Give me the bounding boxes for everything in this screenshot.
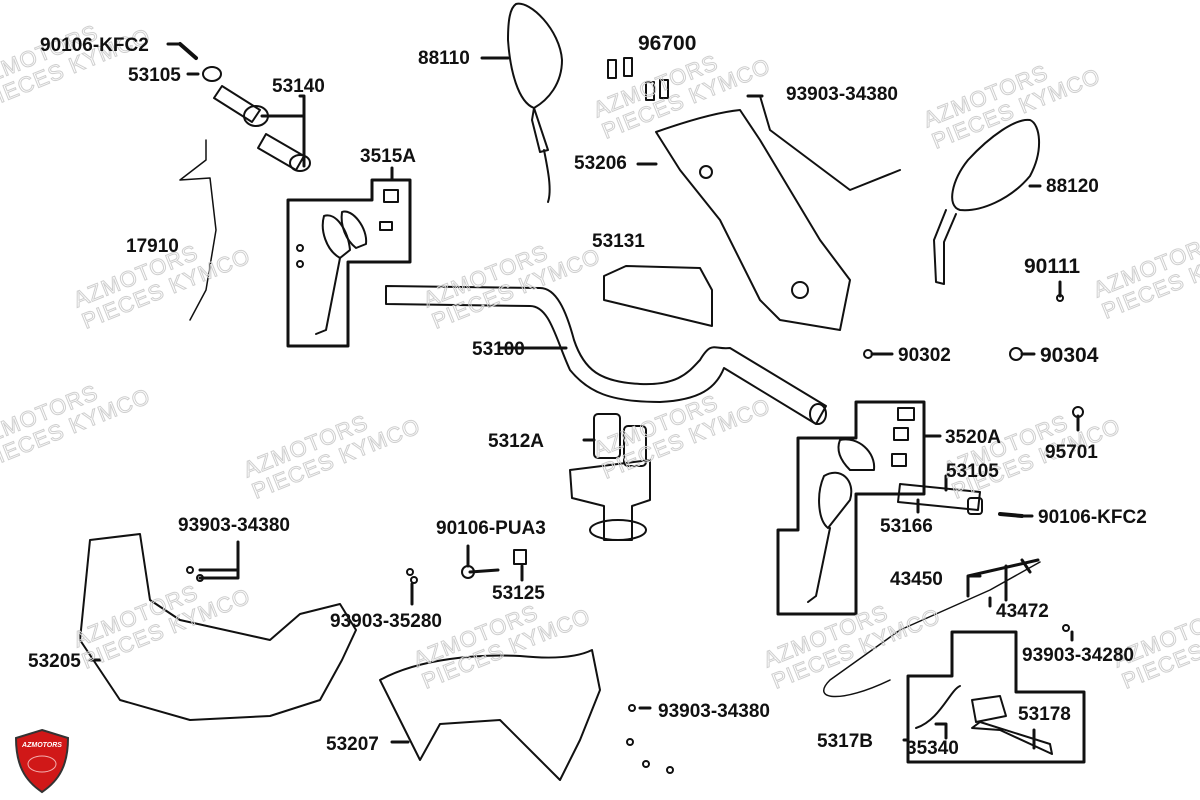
wire-clip [759, 95, 901, 191]
part-label[interactable]: 53166 [880, 516, 933, 537]
part-label[interactable]: 53206 [574, 153, 627, 174]
part-label[interactable]: 53178 [1018, 704, 1071, 725]
part-label[interactable]: 53131 [592, 231, 645, 252]
part-label[interactable]: 5317B [817, 731, 873, 752]
part-label[interactable]: 53100 [472, 339, 525, 360]
part-label[interactable]: 90106-KFC2 [40, 35, 149, 56]
part-label[interactable]: 88110 [418, 48, 470, 69]
grip-left [178, 42, 311, 172]
part-label[interactable]: 5312A [488, 431, 544, 452]
part-label[interactable]: 43472 [996, 601, 1049, 622]
part-label[interactable]: 90304 [1040, 344, 1099, 367]
screws [186, 294, 1084, 774]
part-label[interactable]: 53207 [326, 734, 379, 755]
brake-lever [915, 685, 1053, 755]
part-label[interactable]: 53140 [272, 76, 325, 97]
cover-53207 [379, 649, 601, 781]
part-label[interactable]: 90106-KFC2 [1038, 507, 1147, 528]
part-label[interactable]: 93903-34280 [1022, 645, 1134, 666]
part-label[interactable]: 93903-34380 [178, 515, 290, 536]
mirror-left [507, 2, 563, 203]
part-label[interactable]: 53105 [128, 65, 181, 86]
part-label[interactable]: 93903-34380 [658, 701, 770, 722]
grip-right [897, 483, 1024, 518]
part-label[interactable]: 90106-PUA3 [436, 518, 546, 539]
part-label[interactable]: 96700 [638, 32, 697, 55]
steering-stem-5312A [569, 413, 651, 541]
cover-53206 [655, 109, 851, 331]
switch-box-left [286, 178, 412, 348]
part-label[interactable]: 53205 [28, 651, 81, 672]
part-label[interactable]: 93903-34380 [786, 84, 898, 105]
lever-box [906, 630, 1086, 764]
part-label[interactable]: 88120 [1046, 176, 1099, 197]
brand-logo-text: AZMOTORS [22, 742, 62, 749]
handlebar-53100 [385, 285, 827, 425]
part-label[interactable]: 93903-35280 [330, 611, 442, 632]
part-label[interactable]: 43450 [890, 569, 943, 590]
mirror-right [933, 118, 1041, 285]
brand-logo: AZMOTORS [14, 728, 70, 794]
part-label[interactable]: 95701 [1045, 442, 1098, 463]
bolts-96700 [607, 57, 669, 101]
switch-left [296, 189, 399, 335]
part-label[interactable]: 3520A [945, 427, 1001, 448]
choke-cable [823, 561, 1041, 698]
part-label[interactable]: 90302 [898, 345, 951, 366]
part-label[interactable]: 53125 [492, 583, 545, 604]
leader-lines [88, 42, 1080, 750]
part-label[interactable]: 90111 [1024, 255, 1081, 278]
cover-53205 [79, 533, 357, 721]
part-label[interactable]: 35340 [906, 738, 959, 759]
switch-box-right [776, 400, 926, 616]
holder-53131 [603, 265, 713, 327]
part-label[interactable]: 53105 [946, 461, 999, 482]
throttle-cable [179, 139, 217, 321]
part-label[interactable]: 3515A [360, 146, 416, 167]
part-label[interactable]: 17910 [126, 236, 179, 257]
switch-right [807, 407, 915, 603]
